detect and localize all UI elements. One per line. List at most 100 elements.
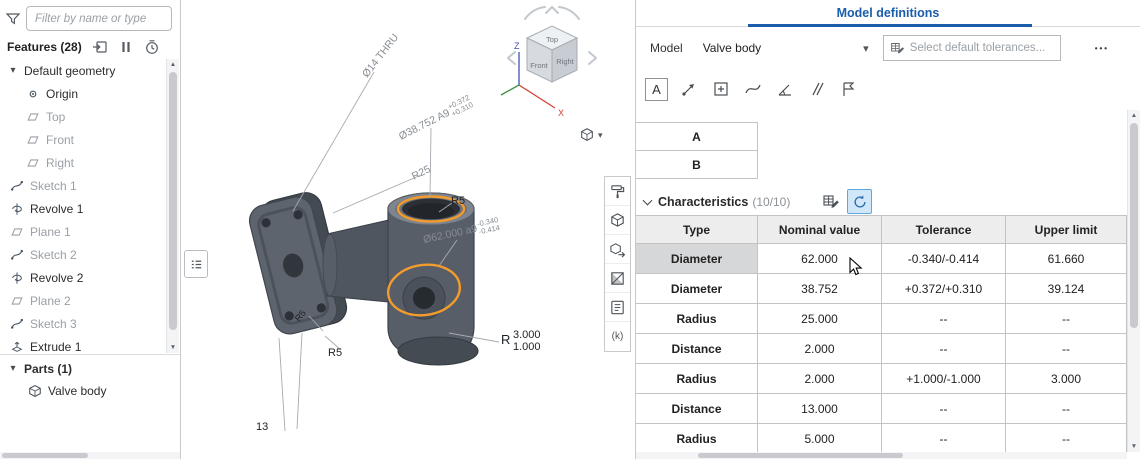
tree-group-parts[interactable]: ▾ Parts (1): [0, 357, 166, 380]
column-header-upper-limit: Upper limit: [1006, 216, 1127, 243]
function-button[interactable]: (k): [605, 322, 630, 351]
regenerate-button[interactable]: [144, 39, 160, 55]
datum-button[interactable]: [837, 78, 860, 101]
angle-dimension-button[interactable]: [773, 78, 796, 101]
edit-tolerances-button[interactable]: [819, 190, 843, 214]
add-folder-button[interactable]: [92, 39, 108, 55]
cell-tolerance[interactable]: --: [882, 424, 1006, 453]
tree-item-right-plane[interactable]: Right: [0, 151, 166, 174]
tree-item-plane-2[interactable]: Plane 2: [0, 289, 166, 312]
cell-nominal[interactable]: 62.000: [758, 244, 882, 273]
cell-nominal[interactable]: 2.000: [758, 334, 882, 363]
features-header: Features (28): [7, 40, 82, 54]
annotations-button[interactable]: [605, 293, 630, 322]
scrollbar-thumb[interactable]: [1130, 123, 1138, 328]
cell-type[interactable]: Radius: [636, 424, 758, 453]
default-tolerances-field[interactable]: [883, 35, 1061, 61]
dim-distance-13[interactable]: 13: [256, 421, 268, 433]
cell-nominal[interactable]: 13.000: [758, 394, 882, 423]
3d-viewport[interactable]: Top Front Right Z X: [181, 0, 636, 459]
dim-diameter-38[interactable]: Ø38.752 A9 +0.372 +0.310: [396, 93, 475, 145]
scrollbar-thumb[interactable]: [2, 453, 88, 458]
export-view-button[interactable]: [605, 235, 630, 264]
model-select[interactable]: Valve body ▾: [695, 35, 877, 61]
auto-extract-button[interactable]: [847, 189, 872, 214]
tree-item-origin[interactable]: Origin: [0, 82, 166, 105]
cell-nominal[interactable]: 38.752: [758, 274, 882, 303]
pause-updates-button[interactable]: [118, 39, 134, 55]
datum-row-a[interactable]: A: [636, 123, 758, 151]
cell-tolerance[interactable]: -0.340/-0.414: [882, 244, 1006, 273]
tab-model-definitions[interactable]: Model definitions: [837, 6, 940, 20]
tree-item-revolve-1[interactable]: Revolve 1: [0, 197, 166, 220]
tree-item-plane-1[interactable]: Plane 1: [0, 220, 166, 243]
cell-upper-limit[interactable]: 39.124: [1006, 274, 1127, 303]
appearance-button[interactable]: [605, 177, 630, 206]
dim-radius-25[interactable]: R25: [410, 163, 433, 183]
more-options-button[interactable]: •••: [1095, 44, 1109, 53]
cell-type[interactable]: Distance: [636, 334, 758, 363]
view-cube[interactable]: Top Front Right: [527, 26, 577, 82]
cell-type[interactable]: Diameter: [636, 244, 758, 273]
cell-upper-limit[interactable]: --: [1006, 304, 1127, 333]
view-cube-button[interactable]: [605, 206, 630, 235]
cell-upper-limit[interactable]: 61.660: [1006, 244, 1127, 273]
cell-type[interactable]: Radius: [636, 304, 758, 333]
caret-down-icon[interactable]: ▾: [8, 65, 18, 76]
add-dimension-button[interactable]: [709, 78, 732, 101]
tree-item-sketch-1[interactable]: Sketch 1: [0, 174, 166, 197]
view-cube-top-label[interactable]: Top: [546, 35, 558, 44]
characteristics-header[interactable]: Characteristics (10/10): [636, 188, 1127, 215]
tree-item-front-plane[interactable]: Front: [0, 128, 166, 151]
datum-row-b[interactable]: B: [636, 151, 758, 179]
scrollbar-thumb[interactable]: [169, 72, 177, 330]
view-cube-right-label[interactable]: Right: [556, 57, 574, 66]
parallelism-button[interactable]: [805, 78, 828, 101]
panel-toggle-button[interactable]: [184, 250, 208, 278]
dim-radius-3-1[interactable]: R 3.000 1.000: [501, 329, 541, 353]
scroll-up-arrow[interactable]: ▲: [167, 59, 179, 70]
tree-item-top-plane[interactable]: Top: [0, 105, 166, 128]
cell-nominal[interactable]: 25.000: [758, 304, 882, 333]
view-orientation-button[interactable]: ▾: [579, 127, 603, 143]
cell-tolerance[interactable]: --: [882, 394, 1006, 423]
cell-tolerance[interactable]: --: [882, 304, 1006, 333]
tree-item-valve-body[interactable]: Valve body: [0, 379, 166, 402]
cell-tolerance[interactable]: +0.372/+0.310: [882, 274, 1006, 303]
cell-type[interactable]: Radius: [636, 364, 758, 393]
valve-body-part[interactable]: [246, 189, 478, 365]
dim-diameter-14-thru[interactable]: Ø14 THRU: [360, 32, 401, 80]
tree-item-sketch-2[interactable]: Sketch 2: [0, 243, 166, 266]
cell-type[interactable]: Diameter: [636, 274, 758, 303]
scrollbar-thumb[interactable]: [698, 453, 903, 458]
cell-upper-limit[interactable]: --: [1006, 394, 1127, 423]
chevron-down-icon[interactable]: [643, 195, 653, 205]
cell-upper-limit[interactable]: --: [1006, 424, 1127, 453]
cell-tolerance[interactable]: +1.000/-1.000: [882, 364, 1006, 393]
bottom-port[interactable]: [398, 337, 478, 365]
paint-icon: [609, 183, 626, 200]
leader-dimension-button[interactable]: [677, 78, 700, 101]
cell-upper-limit[interactable]: 3.000: [1006, 364, 1127, 393]
cell-tolerance[interactable]: --: [882, 334, 1006, 363]
tree-item-sketch-3[interactable]: Sketch 3: [0, 312, 166, 335]
cell-type[interactable]: Distance: [636, 394, 758, 423]
text-annotation-button[interactable]: A: [645, 78, 668, 101]
caret-down-icon[interactable]: ▾: [8, 363, 18, 374]
tree-item-revolve-2[interactable]: Revolve 2: [0, 266, 166, 289]
section-view-button[interactable]: [605, 264, 630, 293]
cell-nominal[interactable]: 5.000: [758, 424, 882, 453]
tree-group-default-geometry[interactable]: ▾ Default geometry: [0, 59, 166, 82]
profile-tolerance-button[interactable]: [741, 78, 764, 101]
default-tolerances-input[interactable]: [910, 42, 1054, 54]
view-cube-front-label[interactable]: Front: [530, 61, 548, 70]
cell-nominal[interactable]: 2.000: [758, 364, 882, 393]
cell-upper-limit[interactable]: --: [1006, 334, 1127, 363]
scroll-up-arrow[interactable]: ▲: [1128, 110, 1140, 121]
dim-radius-5-mid[interactable]: R5: [328, 347, 342, 359]
scroll-down-arrow[interactable]: ▼: [1128, 441, 1140, 452]
filter-input[interactable]: [26, 6, 172, 31]
datum-table: A B: [636, 122, 758, 179]
dim-radius-5-top[interactable]: R5: [451, 195, 465, 207]
scroll-down-arrow[interactable]: ▼: [167, 342, 179, 353]
